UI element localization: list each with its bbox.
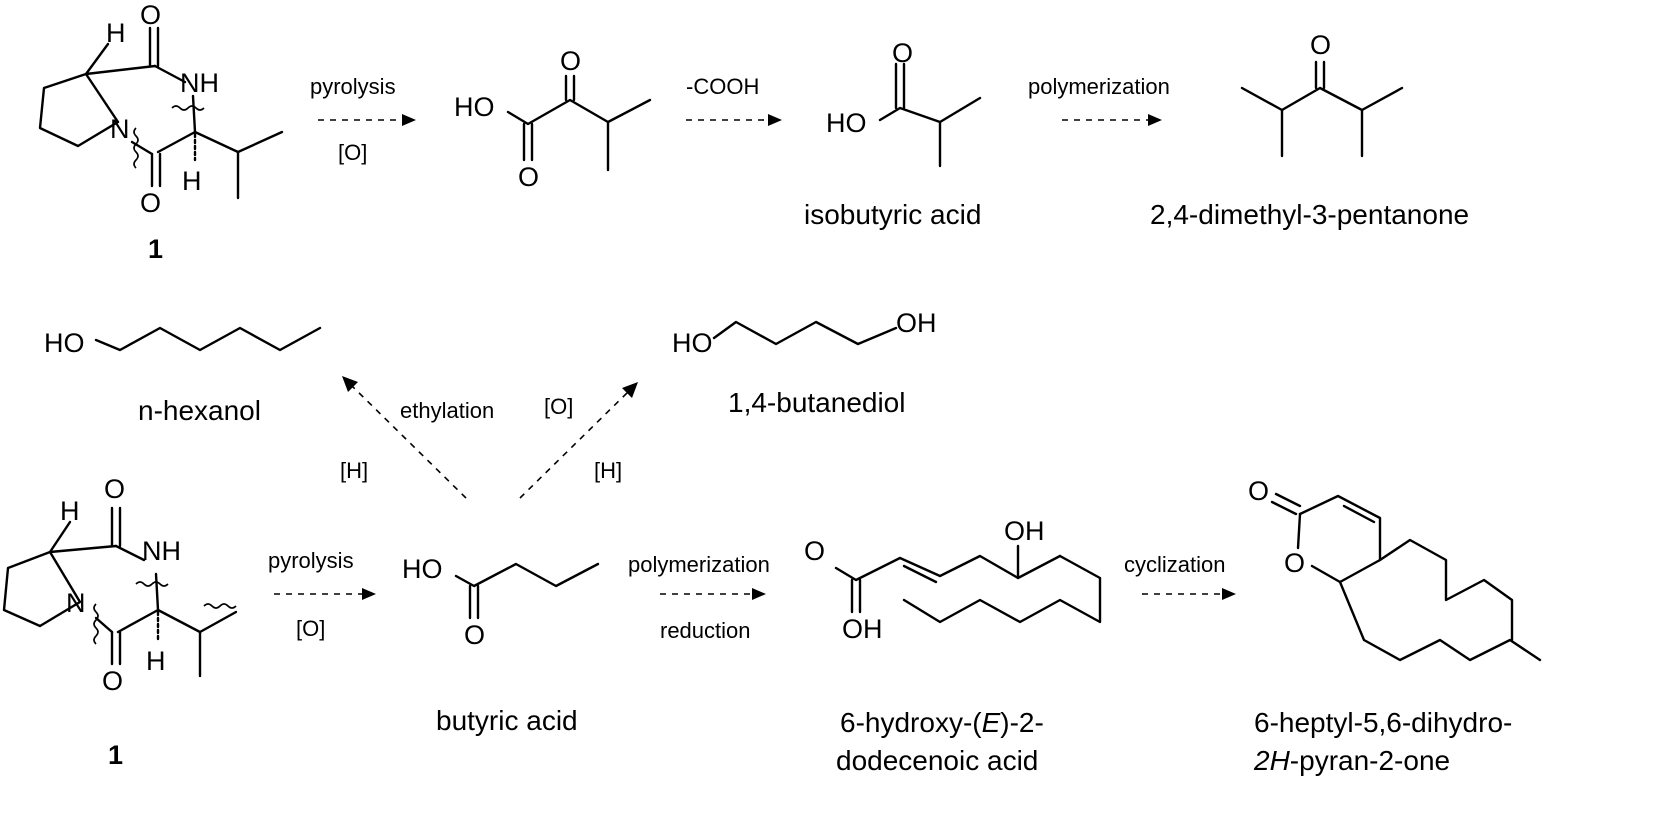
hydroxy-dodecenoic-acid: O OH OH 6-hydroxy-(E)-2- dodecenoic acid: [804, 516, 1102, 776]
n-hexanol: HO n-hexanol: [44, 326, 322, 426]
atom-O: O: [518, 162, 539, 192]
atom-O: O: [140, 0, 161, 30]
condition-polymerization: polymerization: [1028, 74, 1170, 99]
arrow-polymerization-top: polymerization: [1028, 74, 1170, 126]
atom-H: H: [182, 166, 202, 196]
condition-pyrolysis: pyrolysis: [268, 548, 354, 573]
arrow-decarboxylation: -COOH: [686, 74, 782, 126]
compound-name-isobutyric-acid: isobutyric acid: [804, 199, 981, 230]
atom-HO: HO: [44, 328, 85, 358]
atom-H: H: [106, 18, 126, 48]
atom-NH: NH: [180, 68, 219, 98]
atom-O: O: [560, 46, 581, 76]
atom-HO: HO: [454, 92, 495, 122]
condition-oxidation-diol: [O]: [544, 394, 573, 419]
condition-polymerization: polymerization: [628, 552, 770, 577]
atom-OH: OH: [1004, 516, 1045, 546]
atom-O: O: [1284, 548, 1305, 578]
arrow-to-butanediol: [O] [H]: [519, 382, 638, 499]
atom-NH: NH: [142, 536, 181, 566]
butanediol: HO OH 1,4-butanediol: [672, 308, 937, 418]
condition-reduction: reduction: [660, 618, 751, 643]
atom-OH: OH: [896, 308, 937, 338]
compound-name-pyranone-line1: 6-heptyl-5,6-dihydro-: [1254, 707, 1512, 738]
condition-reduction-diol: [H]: [594, 458, 622, 483]
atom-N: N: [66, 588, 86, 618]
compound-name-dimethylpentanone: 2,4-dimethyl-3-pentanone: [1150, 199, 1469, 230]
compound-name-butyric-acid: butyric acid: [436, 705, 578, 736]
atom-O: O: [1248, 476, 1269, 506]
condition-oxidation: [O]: [338, 140, 367, 165]
arrow-cyclization: cyclization: [1124, 552, 1236, 600]
condition-oxidation: [O]: [296, 616, 325, 641]
atom-O: O: [140, 188, 161, 218]
dimethylpentanone: O 2,4-dimethyl-3-pentanone: [1150, 30, 1469, 230]
compound-name-n-hexanol: n-hexanol: [138, 395, 261, 426]
keto-acid: HO O O: [454, 46, 652, 192]
arrow-pyrolysis-bottom: pyrolysis [O]: [268, 548, 376, 641]
condition-decarboxylation: -COOH: [686, 74, 759, 99]
compound-number-1: 1: [148, 234, 163, 264]
atom-O: O: [1310, 30, 1331, 60]
condition-reduction-hexanol: [H]: [340, 458, 368, 483]
cyclic-dipeptide-bottom: H O NH N O H 1: [2, 474, 238, 770]
compound-name-hydroxy-acid-line2: dodecenoic acid: [836, 745, 1038, 776]
atom-N: N: [110, 114, 130, 144]
cyclic-dipeptide-top: H O NH N O H 1: [38, 0, 284, 264]
atom-O: O: [102, 666, 123, 696]
atom-O: O: [104, 474, 125, 504]
condition-cyclization: cyclization: [1124, 552, 1225, 577]
atom-O: O: [804, 536, 825, 566]
atom-O: O: [464, 620, 485, 650]
condition-pyrolysis: pyrolysis: [310, 74, 396, 99]
compound-name-butanediol: 1,4-butanediol: [728, 387, 905, 418]
compound-number-1: 1: [108, 740, 123, 770]
arrow-to-hexanol: ethylation [H]: [340, 376, 494, 499]
atom-HO: HO: [402, 554, 443, 584]
heptyl-dihydropyranone: O O 6-heptyl-5,6-dihydro- 2H-pyran-2-one: [1248, 476, 1542, 776]
isobutyric-acid: HO O isobutyric acid: [804, 38, 981, 230]
arrow-pyrolysis-top: pyrolysis [O]: [310, 74, 416, 165]
atom-O: O: [892, 38, 913, 68]
compound-name-hydroxy-acid-line1: 6-hydroxy-(E)-2-: [840, 707, 1044, 738]
arrow-polymerization-reduction: polymerization reduction: [628, 552, 770, 643]
compound-name-pyranone-line2: 2H-pyran-2-one: [1253, 745, 1450, 776]
atom-HO: HO: [672, 328, 713, 358]
atom-OH: OH: [842, 614, 883, 644]
atom-H: H: [60, 496, 80, 526]
atom-HO: HO: [826, 108, 867, 138]
condition-ethylation: ethylation: [400, 398, 494, 423]
butyric-acid: HO O butyric acid: [402, 554, 600, 736]
atom-H: H: [146, 646, 166, 676]
